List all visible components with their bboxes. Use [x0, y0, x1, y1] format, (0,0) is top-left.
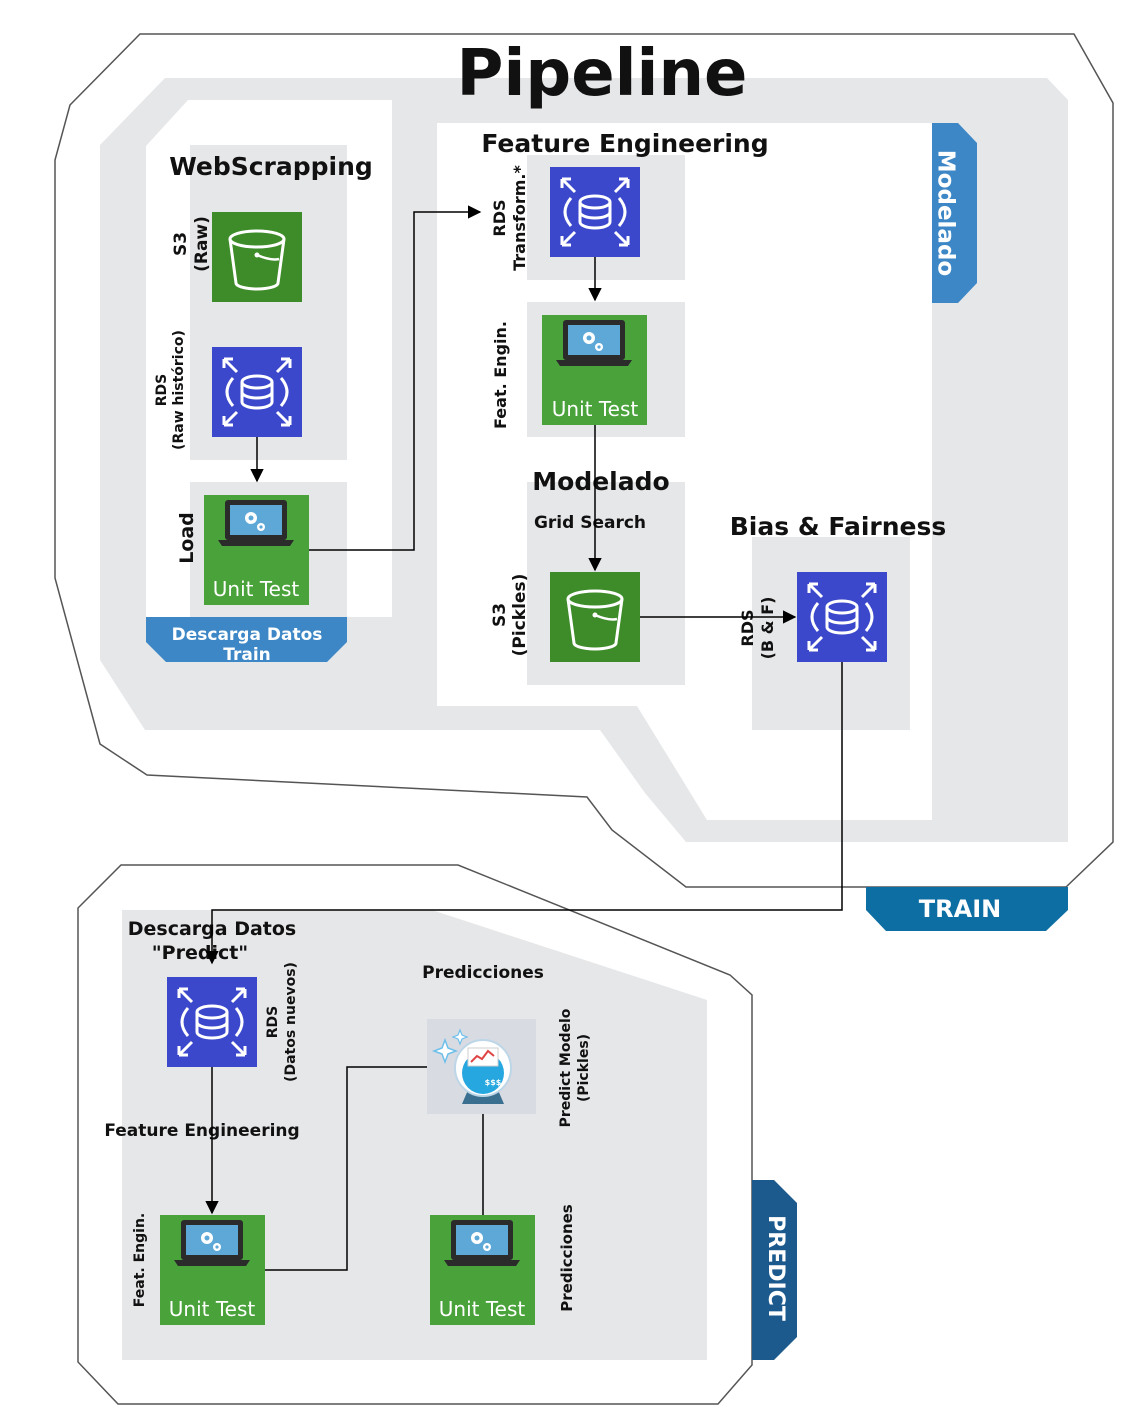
fe-unit-test-label: Unit Test — [552, 397, 639, 421]
descarga-train-label-1: Descarga Datos — [172, 625, 323, 645]
s3-pickles-label-1: S3 — [490, 603, 510, 627]
s3-pickles-label-2: (Pickles) — [510, 574, 530, 657]
rds-raw-label-1: RDS — [154, 374, 170, 406]
laptop-gear-icon — [556, 320, 632, 366]
rds-transform-label-1: RDS — [490, 199, 509, 236]
predict-model-node[interactable]: $$$ — [427, 1019, 536, 1114]
modelado-title: Modelado — [532, 467, 669, 496]
train-badge — [866, 887, 1068, 931]
modelado-tab — [932, 123, 977, 303]
predicciones-label: Predicciones — [558, 1204, 576, 1312]
descarga-train-tab — [146, 617, 347, 662]
predict-badge-label: PREDICT — [763, 1215, 788, 1321]
sparkle-icon — [431, 1037, 459, 1065]
predict-feature-engineering-label: Feature Engineering — [104, 1121, 299, 1141]
predicciones-title: Predicciones — [422, 963, 544, 983]
laptop-gear-icon — [174, 1220, 250, 1266]
feature-engineering-title: Feature Engineering — [481, 129, 768, 158]
laptop-gear-icon — [218, 500, 294, 546]
arrow-bias-to-predict — [205, 662, 843, 965]
grid-search-label: Grid Search — [534, 513, 646, 533]
modelado-tab-label: Modelado — [933, 150, 959, 276]
arrow-load-to-fe — [309, 205, 482, 551]
predict-badge — [752, 1180, 797, 1360]
predict-fe-unit-test-label: Unit Test — [169, 1297, 256, 1321]
predict-feat-engin-label: Feat. Engin. — [132, 1213, 148, 1307]
rds-bias-label-2: (B & F) — [758, 597, 777, 660]
rds-nuevos-label-2: (Datos nuevos) — [283, 962, 299, 1082]
predict-panel — [122, 910, 707, 1360]
rds-raw-label-2: (Raw histórico) — [171, 330, 187, 450]
rds-bias-label-1: RDS — [738, 609, 757, 646]
s3-raw-label-1: S3 — [171, 232, 191, 256]
load-unit-test-label: Unit Test — [213, 577, 300, 601]
money-label: $$$ — [485, 1078, 502, 1087]
predicciones-unit-test-label: Unit Test — [439, 1297, 526, 1321]
line-fe-to-predict-model — [265, 1066, 427, 1271]
page-title: Pipeline — [457, 37, 748, 111]
rds-transform-label-2: Transform.* — [510, 165, 529, 271]
descarga-predict-label-2: "Predict" — [152, 942, 248, 964]
laptop-gear-icon — [444, 1220, 520, 1266]
descarga-train-label-2: Train — [223, 645, 271, 665]
feat-engin-label: Feat. Engin. — [491, 321, 510, 429]
connectors — [205, 205, 843, 1271]
train-badge-label: TRAIN — [919, 895, 1001, 923]
webscrapping-title: WebScrapping — [169, 152, 373, 181]
s3-raw-label-2: (Raw) — [192, 216, 212, 272]
predict-model-label-1: Predict Modelo — [558, 1008, 574, 1127]
bias-fairness-title: Bias & Fairness — [730, 512, 946, 541]
predict-model-label-2: (Pickles) — [576, 1034, 592, 1102]
load-label: Load — [176, 512, 198, 564]
rds-nuevos-label-1: RDS — [265, 1006, 281, 1038]
